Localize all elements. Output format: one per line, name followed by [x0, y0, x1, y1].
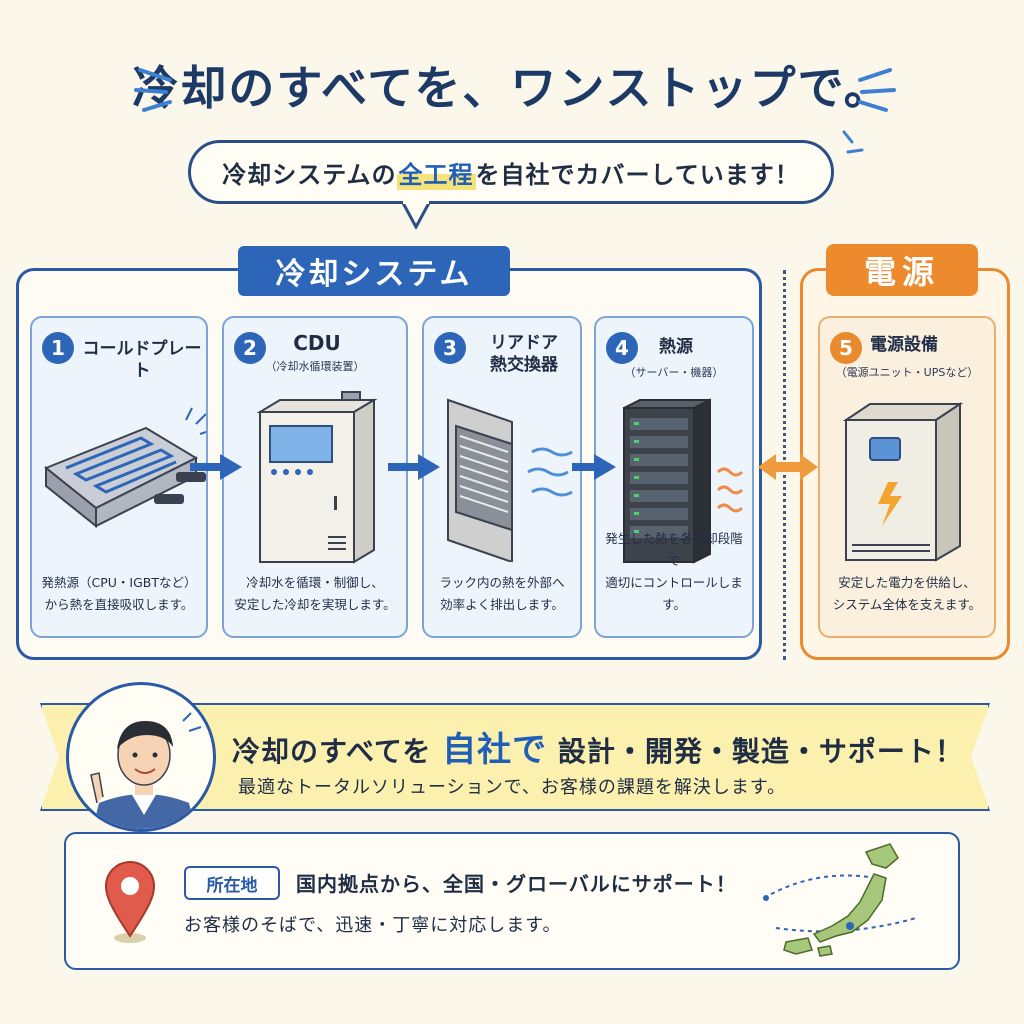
desc-line: システム全体を支えます。	[832, 597, 982, 612]
step-description: 発熱源（CPU・IGBTなど） から熱を直接吸収します。	[40, 572, 198, 616]
step-description: ラック内の熱を外部へ 効率よく排出します。	[432, 572, 572, 616]
power-label: 電源	[826, 244, 978, 296]
cold-plate-illustration	[44, 407, 206, 529]
step-card-heat-source: 4 熱源 （サーバー・機器） 発生した熱を各冷却段階で 適切にコントロールします…	[594, 316, 754, 638]
sparkle-right-icon	[858, 68, 896, 112]
step-title: コールドプレート	[82, 339, 202, 381]
step-number: 5	[830, 332, 862, 364]
staff-avatar-illustration	[90, 712, 202, 829]
banner-text-before: 冷却のすべてを	[232, 735, 432, 768]
bubble-text-before: 冷却システムの	[222, 160, 397, 189]
desc-line: 冷却水を循環・制御し、	[246, 575, 384, 590]
page-title: 冷却のすべてを、ワンストップで。	[132, 61, 892, 115]
cooling-system-label: 冷却システム	[238, 246, 510, 296]
server-rack-illustration	[623, 398, 744, 564]
step-title: リアドア 熱交換器	[474, 332, 574, 376]
step-number: 1	[42, 332, 74, 364]
bubble-accent-icon	[842, 130, 864, 154]
location-badge: 所在地	[184, 866, 280, 900]
step-description: 安定した電力を供給し、 システム全体を支えます。	[828, 572, 986, 616]
desc-line: 適切にコントロールします。	[605, 575, 743, 612]
desc-line: 効率よく排出します。	[440, 597, 564, 612]
step-title: 電源設備	[870, 335, 938, 355]
step-number: 3	[434, 332, 466, 364]
bubble-text-after: を自社でカバーしています！	[475, 160, 800, 189]
step-description: 冷却水を循環・制御し、 安定した冷却を実現します。	[232, 572, 398, 616]
step-title-line: 熱交換器	[490, 355, 558, 375]
step-card-cdu: 2 CDU （冷却水循環装置） 冷却水を循環・制御し、 安定した冷却を実現します…	[222, 316, 408, 638]
banner-subtext: 最適なトータルソリューションで、お客様の課題を解決します。	[238, 777, 787, 798]
step-title: 熱源	[659, 337, 693, 357]
flow-arrow-icon	[572, 454, 616, 480]
japan-map-icon	[763, 843, 917, 957]
avatar	[66, 682, 216, 832]
rear-door-illustration	[447, 398, 573, 562]
double-arrow-icon	[758, 454, 818, 480]
bubble-tail	[400, 201, 432, 229]
desc-line: ラック内の熱を外部へ	[439, 575, 565, 590]
bubble-highlight: 全工程	[396, 154, 476, 190]
map-pin-icon	[104, 861, 156, 943]
step-title: CDU	[293, 331, 341, 355]
lightning-icon	[878, 482, 902, 526]
step-number: 4	[606, 332, 638, 364]
desc-line: 安定した冷却を実現します。	[234, 597, 396, 612]
desc-line: 発生した熱を各冷却段階で	[605, 531, 743, 568]
step-card-rear-door: 3 リアドア 熱交換器 ラック内の熱を外部へ 効率よく排出します。	[422, 316, 582, 638]
power-unit-illustration	[842, 402, 964, 562]
step-subtitle: （冷却水循環装置）	[265, 360, 365, 373]
desc-line: から熱を直接吸収します。	[44, 597, 194, 612]
step-subtitle: （電源ユニット・UPSなど）	[835, 366, 979, 379]
banner-highlight: 自社で	[442, 730, 548, 770]
step-card-power-equipment: 5 電源設備 （電源ユニット・UPSなど） 安定した電力を供給し、 システム全体…	[818, 316, 996, 638]
flow-arrow-icon	[190, 454, 242, 480]
desc-line: 発熱源（CPU・IGBTなど）	[41, 575, 197, 590]
step-card-cold-plate: 1 コールドプレート 発熱源（CPU・IGBTなど） から熱を直接吸収します。	[30, 316, 208, 638]
step-description: 発生した熱を各冷却段階で 適切にコントロールします。	[604, 528, 744, 616]
location-headline: 国内拠点から、全国・グローバルにサポート！	[296, 872, 737, 896]
cdu-illustration	[256, 391, 378, 564]
step-title-line: リアドア	[490, 333, 558, 353]
desc-line: 安定した電力を供給し、	[838, 575, 976, 590]
speech-bubble: 冷却システムの 全工程 を自社でカバーしています！	[188, 140, 834, 204]
step-subtitle: （サーバー・機器）	[624, 366, 724, 379]
location-subtext: お客様のそばで、迅速・丁寧に対応します。	[184, 915, 562, 936]
sparkle-left-icon	[134, 68, 172, 112]
banner-text-after: 設計・開発・製造・サポート！	[557, 735, 964, 768]
banner-headline: 冷却のすべてを 自社で 設計・開発・製造・サポート！	[232, 722, 964, 771]
flow-arrow-icon	[388, 454, 440, 480]
step-number: 2	[234, 332, 266, 364]
